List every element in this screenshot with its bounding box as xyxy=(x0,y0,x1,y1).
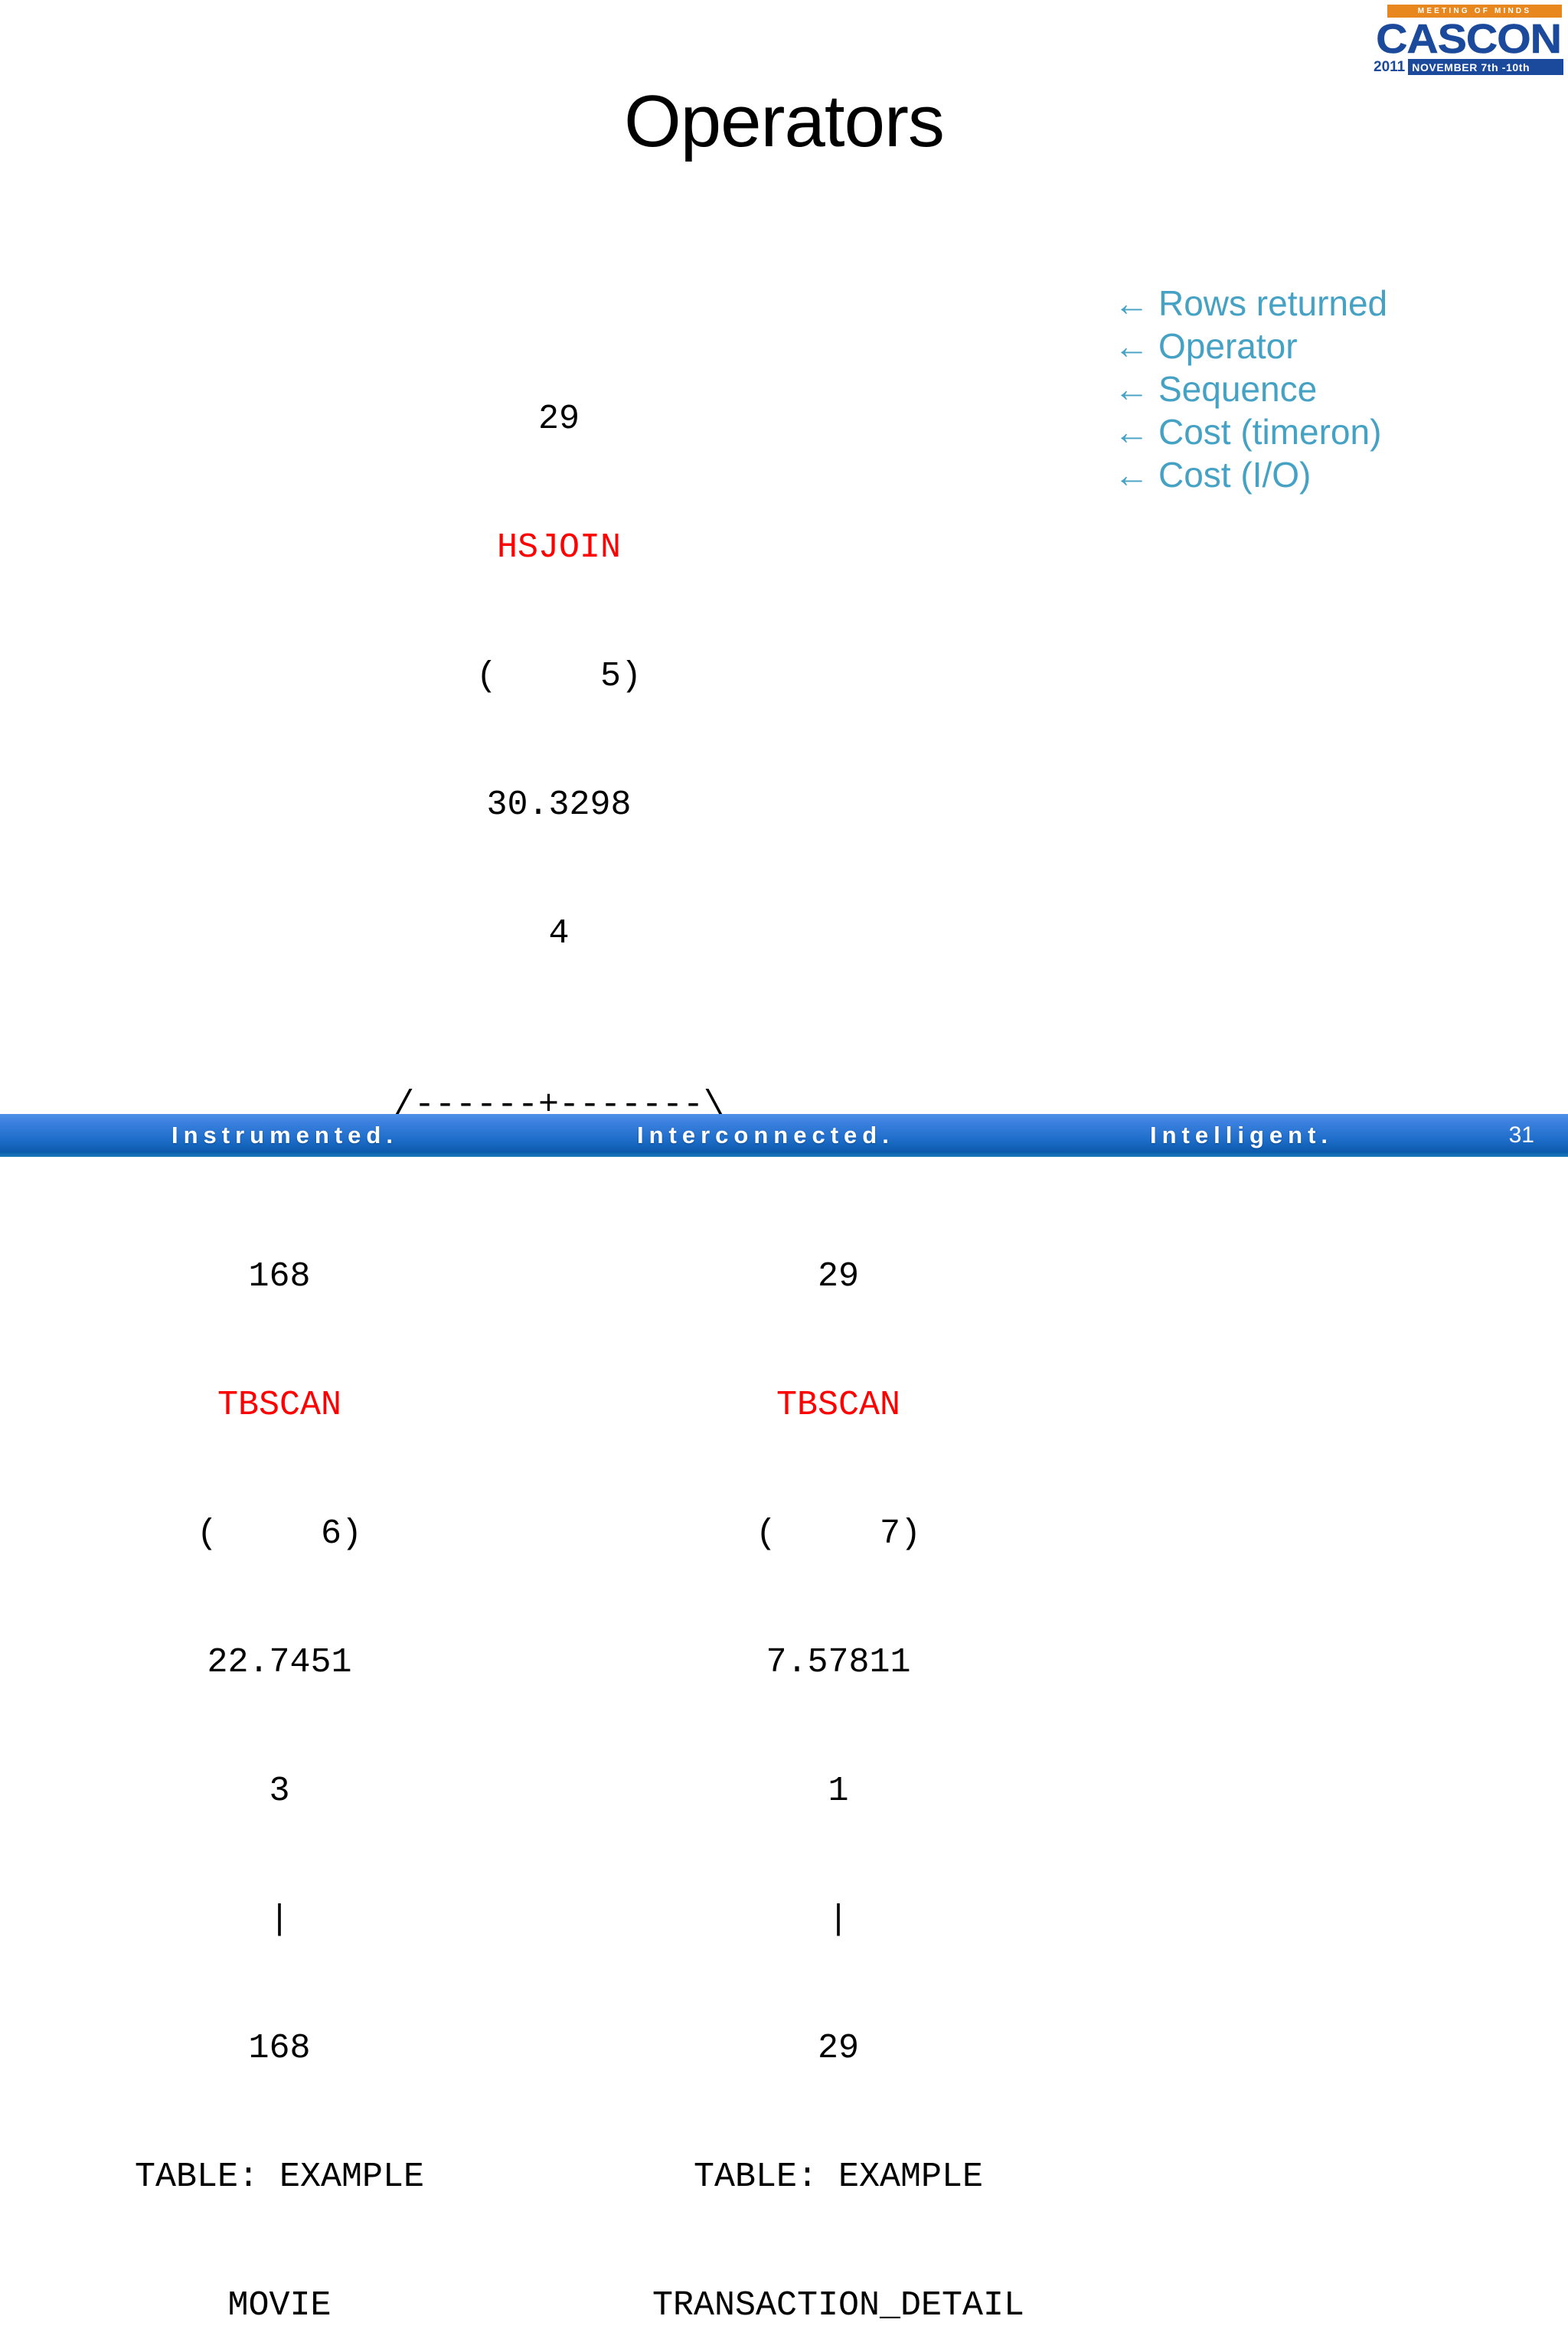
logo-dates: NOVEMBER 7th -10th xyxy=(1408,59,1563,75)
root-cost-timeron: 30.3298 xyxy=(486,786,632,825)
cascon-logo: MEETING OF MINDS CASCON 2011 NOVEMBER 7t… xyxy=(1374,5,1563,75)
legend-label-cost-io: Cost (I/O) xyxy=(1158,455,1312,495)
child-sequence-row: ( 6) ( 7) xyxy=(0,1513,1118,1556)
child-cost-io-row: 3 1 xyxy=(0,1770,1118,1813)
right-child-sequence: ( 7) xyxy=(755,1514,922,1553)
legend-label-cost-timeron: Cost (timeron) xyxy=(1158,412,1382,452)
legend-item-sequence: ← Sequence xyxy=(1114,368,1387,410)
leaf-table-row: TABLE: EXAMPLE TABLE: EXAMPLE xyxy=(0,2156,1118,2199)
right-child-rows: 29 xyxy=(817,1257,859,1296)
left-arrow-icon: ← xyxy=(1114,412,1149,452)
logo-name: CASCON xyxy=(1376,16,1562,62)
left-leaf-table-name: MOVIE xyxy=(227,2286,332,2325)
left-arrow-icon: ← xyxy=(1114,455,1149,495)
left-child-rows: 168 xyxy=(248,1257,311,1296)
left-arrow-icon: ← xyxy=(1114,369,1149,409)
right-leaf-rows: 29 xyxy=(817,2029,859,2068)
left-child-cost-io: 3 xyxy=(269,1772,290,1811)
root-rows: 29 xyxy=(537,400,580,439)
root-operator: HSJOIN xyxy=(496,528,622,567)
leaf-table-name-row: MOVIE TRANSACTION_DETAIL xyxy=(0,2285,1118,2328)
footer-tagline-group: Instrumented. Interconnected. Intelligen… xyxy=(0,1114,1568,1157)
left-child-operator: TBSCAN xyxy=(217,1386,342,1425)
legend-label-operator: Operator xyxy=(1158,326,1298,366)
plan-legend: ← Rows returned ← Operator ← Sequence ← … xyxy=(1114,282,1387,496)
legend-item-rows-returned: ← Rows returned xyxy=(1114,282,1387,325)
legend-item-cost-io: ← Cost (I/O) xyxy=(1114,453,1387,496)
left-arrow-icon: ← xyxy=(1114,283,1149,323)
leaf-rows-row: 168 29 xyxy=(0,2027,1118,2070)
right-child-cost-io: 1 xyxy=(828,1772,849,1811)
logo-date-row: 2011 NOVEMBER 7th -10th xyxy=(1374,59,1563,75)
logo-tagline: MEETING OF MINDS xyxy=(1417,7,1532,15)
footer-bar: Instrumented. Interconnected. Intelligen… xyxy=(0,1114,1568,1157)
query-plan-tree: 29 HSJOIN ( 5) 30.3298 4 /------+-------… xyxy=(0,270,1118,2352)
root-sequence: ( 5) xyxy=(475,657,642,696)
logo-year: 2011 xyxy=(1374,58,1406,75)
logo-wordmark: CASCON xyxy=(1374,16,1563,62)
right-child-operator: TBSCAN xyxy=(776,1386,901,1425)
child-cost-timeron-row: 22.7451 7.57811 xyxy=(0,1642,1118,1684)
left-child-link: | xyxy=(269,1900,290,1939)
child-operator-row: TBSCAN TBSCAN xyxy=(0,1384,1118,1427)
legend-label-sequence: Sequence xyxy=(1158,369,1318,409)
footer-word-instrumented: Instrumented. xyxy=(172,1122,398,1148)
right-leaf-table: TABLE: EXAMPLE xyxy=(693,2158,984,2197)
right-leaf-table-name: TRANSACTION_DETAIL xyxy=(652,2286,1025,2325)
footer-word-intelligent: Intelligent. xyxy=(1150,1122,1333,1148)
legend-item-operator: ← Operator xyxy=(1114,325,1387,368)
logo-tagline-bar: MEETING OF MINDS xyxy=(1387,5,1562,18)
root-cost-io: 4 xyxy=(548,914,570,953)
child-link-row: | | xyxy=(0,1899,1118,1942)
slide-number: 31 xyxy=(1508,1122,1534,1148)
right-child-cost-timeron: 7.57811 xyxy=(766,1643,911,1682)
left-leaf-rows: 168 xyxy=(248,2029,311,2068)
left-arrow-icon: ← xyxy=(1114,326,1149,366)
footer-word-interconnected: Interconnected. xyxy=(637,1122,894,1148)
legend-label-rows-returned: Rows returned xyxy=(1158,283,1388,323)
page-title: Operators xyxy=(624,80,945,162)
right-child-link: | xyxy=(828,1900,849,1939)
left-child-cost-timeron: 22.7451 xyxy=(207,1643,352,1682)
child-rows-row: 168 29 xyxy=(0,1256,1118,1298)
left-leaf-table: TABLE: EXAMPLE xyxy=(134,2158,425,2197)
legend-item-cost-timeron: ← Cost (timeron) xyxy=(1114,410,1387,453)
left-child-sequence: ( 6) xyxy=(196,1514,363,1553)
